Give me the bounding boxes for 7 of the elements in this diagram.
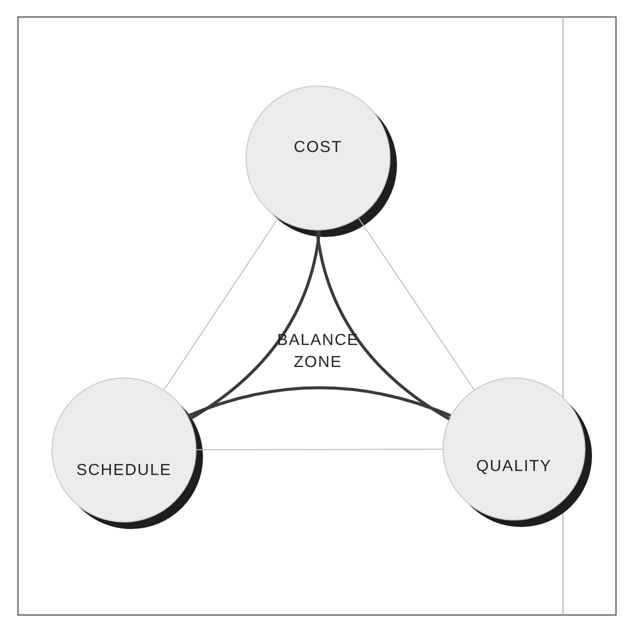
curved-line	[188, 230, 321, 421]
connector-line	[196, 448, 444, 450]
connector-line	[164, 218, 278, 390]
curved-line	[188, 386, 452, 418]
curved-line	[316, 230, 450, 420]
zone-label: BALANCE ZONE	[276, 331, 360, 373]
connector-line	[358, 218, 475, 391]
